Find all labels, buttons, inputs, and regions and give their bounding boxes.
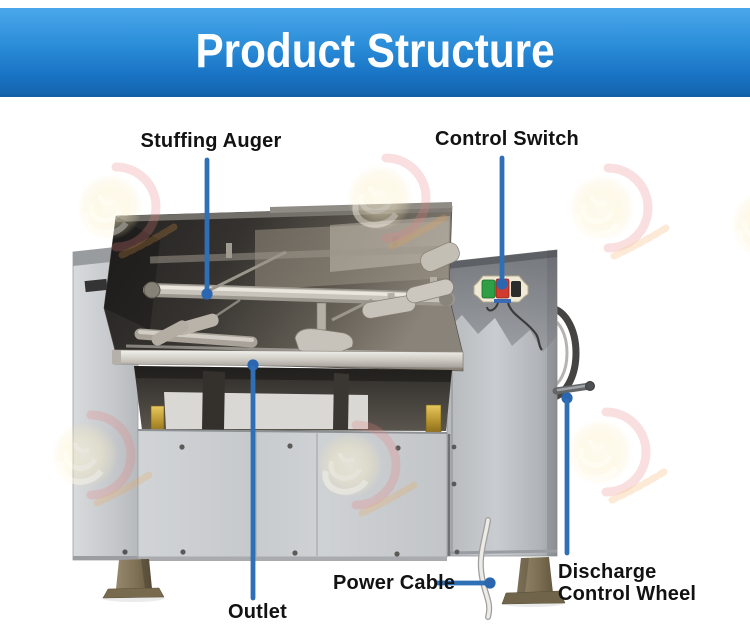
hopper-front-rim [112,349,464,369]
machine-feet [101,557,566,607]
label-discharge-line1: Discharge [558,561,657,583]
label-discharge-line2: Control Wheel [558,583,697,605]
callout-line-control-switch [496,155,508,290]
outlet-recess [134,366,452,435]
callout-line-power-cable [434,577,496,589]
page-banner: Product Structure [0,8,750,97]
power-cable-wire [477,517,493,620]
mixing-hopper [103,202,464,372]
label-control-switch: Control Switch [435,128,579,150]
label-outlet: Outlet [228,601,287,623]
callout-line-discharge-control-wheel [561,392,573,556]
handwheel-handle [552,381,595,395]
label-power-cable: Power Cable [333,572,456,594]
callout-lines [201,155,573,601]
mixer-machine [72,202,595,620]
page-title: Product Structure [195,24,555,78]
hinge-brass-right [425,404,442,434]
switch-black-slot [511,281,521,297]
callout-line-outlet [247,359,259,601]
callout-line-stuffing-auger [201,157,213,300]
label-stuffing-auger: Stuffing Auger [140,130,282,152]
right-pedestal [446,249,558,557]
label-discharge-control-wheel: Discharge Control Wheel [558,561,696,605]
switch-wire [506,302,543,351]
panel-clip [84,278,108,293]
mixing-paddles [151,242,460,355]
switch-green-button [481,279,496,299]
